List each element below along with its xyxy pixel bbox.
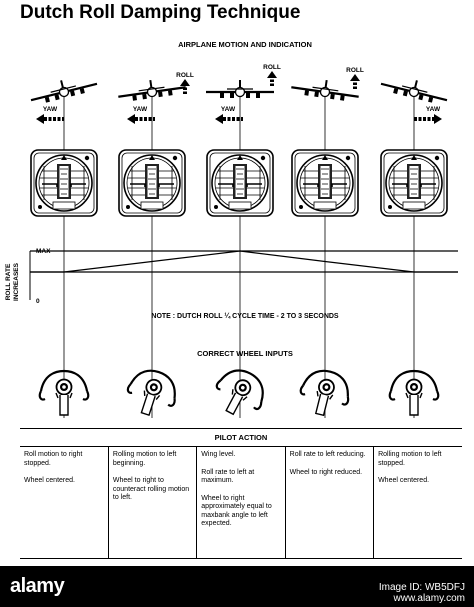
airplane-2 <box>115 74 188 104</box>
watermark-logo: alamy <box>10 575 65 597</box>
yaw-label-4: YAW <box>426 106 441 113</box>
attitude-indicator-1 <box>30 149 98 217</box>
site-url: www.alamy.com <box>393 593 466 604</box>
pilot-action-text: Rolling motion to left beginning. <box>112 451 177 467</box>
roll-rate-line-1 <box>63 250 415 273</box>
chart-ylabel-line-2: INCREASES <box>13 262 20 301</box>
pilot-action-table: PILOT ACTION Roll motion to right stoppe… <box>20 428 462 559</box>
pilot-action-text: Roll rate to left at maximum. <box>201 468 255 485</box>
attitude-indicator-3 <box>206 149 274 217</box>
pilot-action-cell-3: Wing level. Roll rate to left at maximum… <box>196 446 286 559</box>
yaw-arrow-4 <box>412 112 444 126</box>
attitude-indicator-5 <box>380 149 448 217</box>
pilot-action-text: Wheel to right reduced. <box>289 468 363 476</box>
column-guides <box>63 92 415 418</box>
roll-arrow-3 <box>348 72 362 91</box>
image-id-block: Image ID: WB5DFJ www.alamy.com <box>379 582 465 604</box>
footer-bar <box>0 566 474 607</box>
airplane-1 <box>27 71 100 108</box>
roll-arrow-2 <box>265 69 279 88</box>
yaw-arrow-2 <box>125 112 157 126</box>
yaw-arrow-3 <box>213 112 245 126</box>
yaw-label-2: YAW <box>133 106 148 113</box>
image-id: Image ID: WB5DFJ <box>378 582 465 593</box>
pilot-action-text: Roll motion to right stopped. <box>24 451 83 467</box>
pilot-action-cell-1: Roll motion to right stopped. Wheel cent… <box>20 446 109 559</box>
chart-zero-label: 0 <box>36 298 40 305</box>
chart-note: NOTE : DUTCH ROLL ¼ CYCLE TIME - 2 TO 3 … <box>151 312 339 320</box>
wheel-heading: CORRECT WHEEL INPUTS <box>197 349 293 358</box>
pilot-action-text: Roll rate to left reducing. <box>289 451 366 458</box>
pilot-action-text: Wheel centered. <box>24 477 75 484</box>
yaw-label-1: YAW <box>43 106 58 113</box>
motion-heading: AIRPLANE MOTION AND INDICATION <box>178 40 312 49</box>
pilot-action-text: Wheel to right to counteract rolling mot… <box>112 477 190 501</box>
pilot-action-text: Rolling motion to left stopped. <box>378 451 442 467</box>
roll-label-1: ROLL <box>176 72 194 79</box>
airplane-4 <box>289 74 362 104</box>
airplane-3 <box>204 78 276 100</box>
pilot-action-cell-4: Roll rate to left reducing. Wheel to rig… <box>284 446 374 559</box>
pilot-action-text: Wheel to right approximately equal to ma… <box>201 494 272 528</box>
pilot-action-heading: PILOT ACTION <box>20 428 462 447</box>
pilot-action-text: Wing level. <box>201 451 236 458</box>
roll-label-3: ROLL <box>346 67 364 74</box>
chart-ylabel-line-1: ROLL RATE <box>5 263 12 300</box>
chart-series <box>30 250 458 273</box>
pilot-action-cell-5: Rolling motion to left stopped. Wheel ce… <box>373 446 462 559</box>
page-title: Dutch Roll Damping Technique <box>20 2 301 23</box>
dutch-roll-diagram: AIRPLANE MOTION AND INDICATION ROLL ROLL… <box>5 40 458 425</box>
roll-label-2: ROLL <box>263 64 281 71</box>
airplane-5 <box>378 71 451 108</box>
attitude-indicator-2 <box>118 149 186 217</box>
attitude-indicator-4 <box>291 149 359 217</box>
pilot-action-text: Wheel centered. <box>378 477 430 484</box>
pilot-action-cell-2: Rolling motion to left beginning. Wheel … <box>107 446 197 559</box>
yaw-label-3: YAW <box>221 106 236 113</box>
yaw-arrow-1 <box>34 112 66 126</box>
